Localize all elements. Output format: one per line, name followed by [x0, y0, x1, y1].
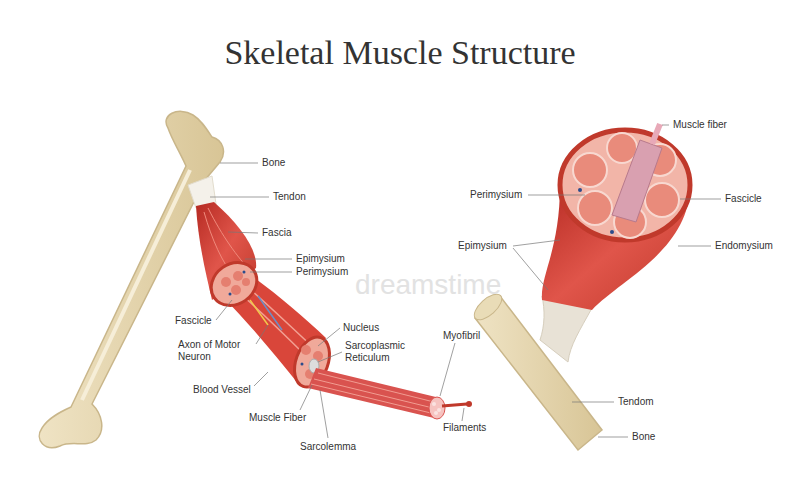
- part-label: Sarcolemma: [300, 441, 356, 453]
- part-label: Perimysium: [296, 266, 348, 278]
- part-label: Bone: [262, 157, 285, 169]
- part-label: Tendom: [618, 396, 654, 408]
- part-label: Nucleus: [343, 322, 379, 334]
- part-label: Filaments: [443, 422, 486, 434]
- part-label: Perimysium: [470, 189, 522, 201]
- part-label: Bone: [632, 431, 655, 443]
- part-label: Epimysium: [458, 240, 507, 252]
- watermark: dreamstime: [355, 268, 501, 302]
- part-label: Axon of Motor Neuron: [178, 339, 253, 363]
- part-label: Endomysium: [715, 240, 773, 252]
- part-label: Myofibril: [443, 330, 480, 342]
- diagram-title: Skeletal Muscle Structure: [0, 34, 800, 72]
- part-label: Blood Vessel: [193, 384, 251, 396]
- part-label: Muscle fiber: [673, 119, 727, 131]
- part-label: Muscle Fiber: [249, 412, 306, 424]
- part-label: Fascicle: [725, 193, 762, 205]
- part-label: Tendon: [273, 191, 306, 203]
- part-label: Epimysium: [296, 253, 345, 265]
- part-label: Sarcoplasmic Reticulum: [345, 340, 415, 364]
- part-label: Fascicle: [175, 315, 212, 327]
- part-label: Fascia: [262, 227, 291, 239]
